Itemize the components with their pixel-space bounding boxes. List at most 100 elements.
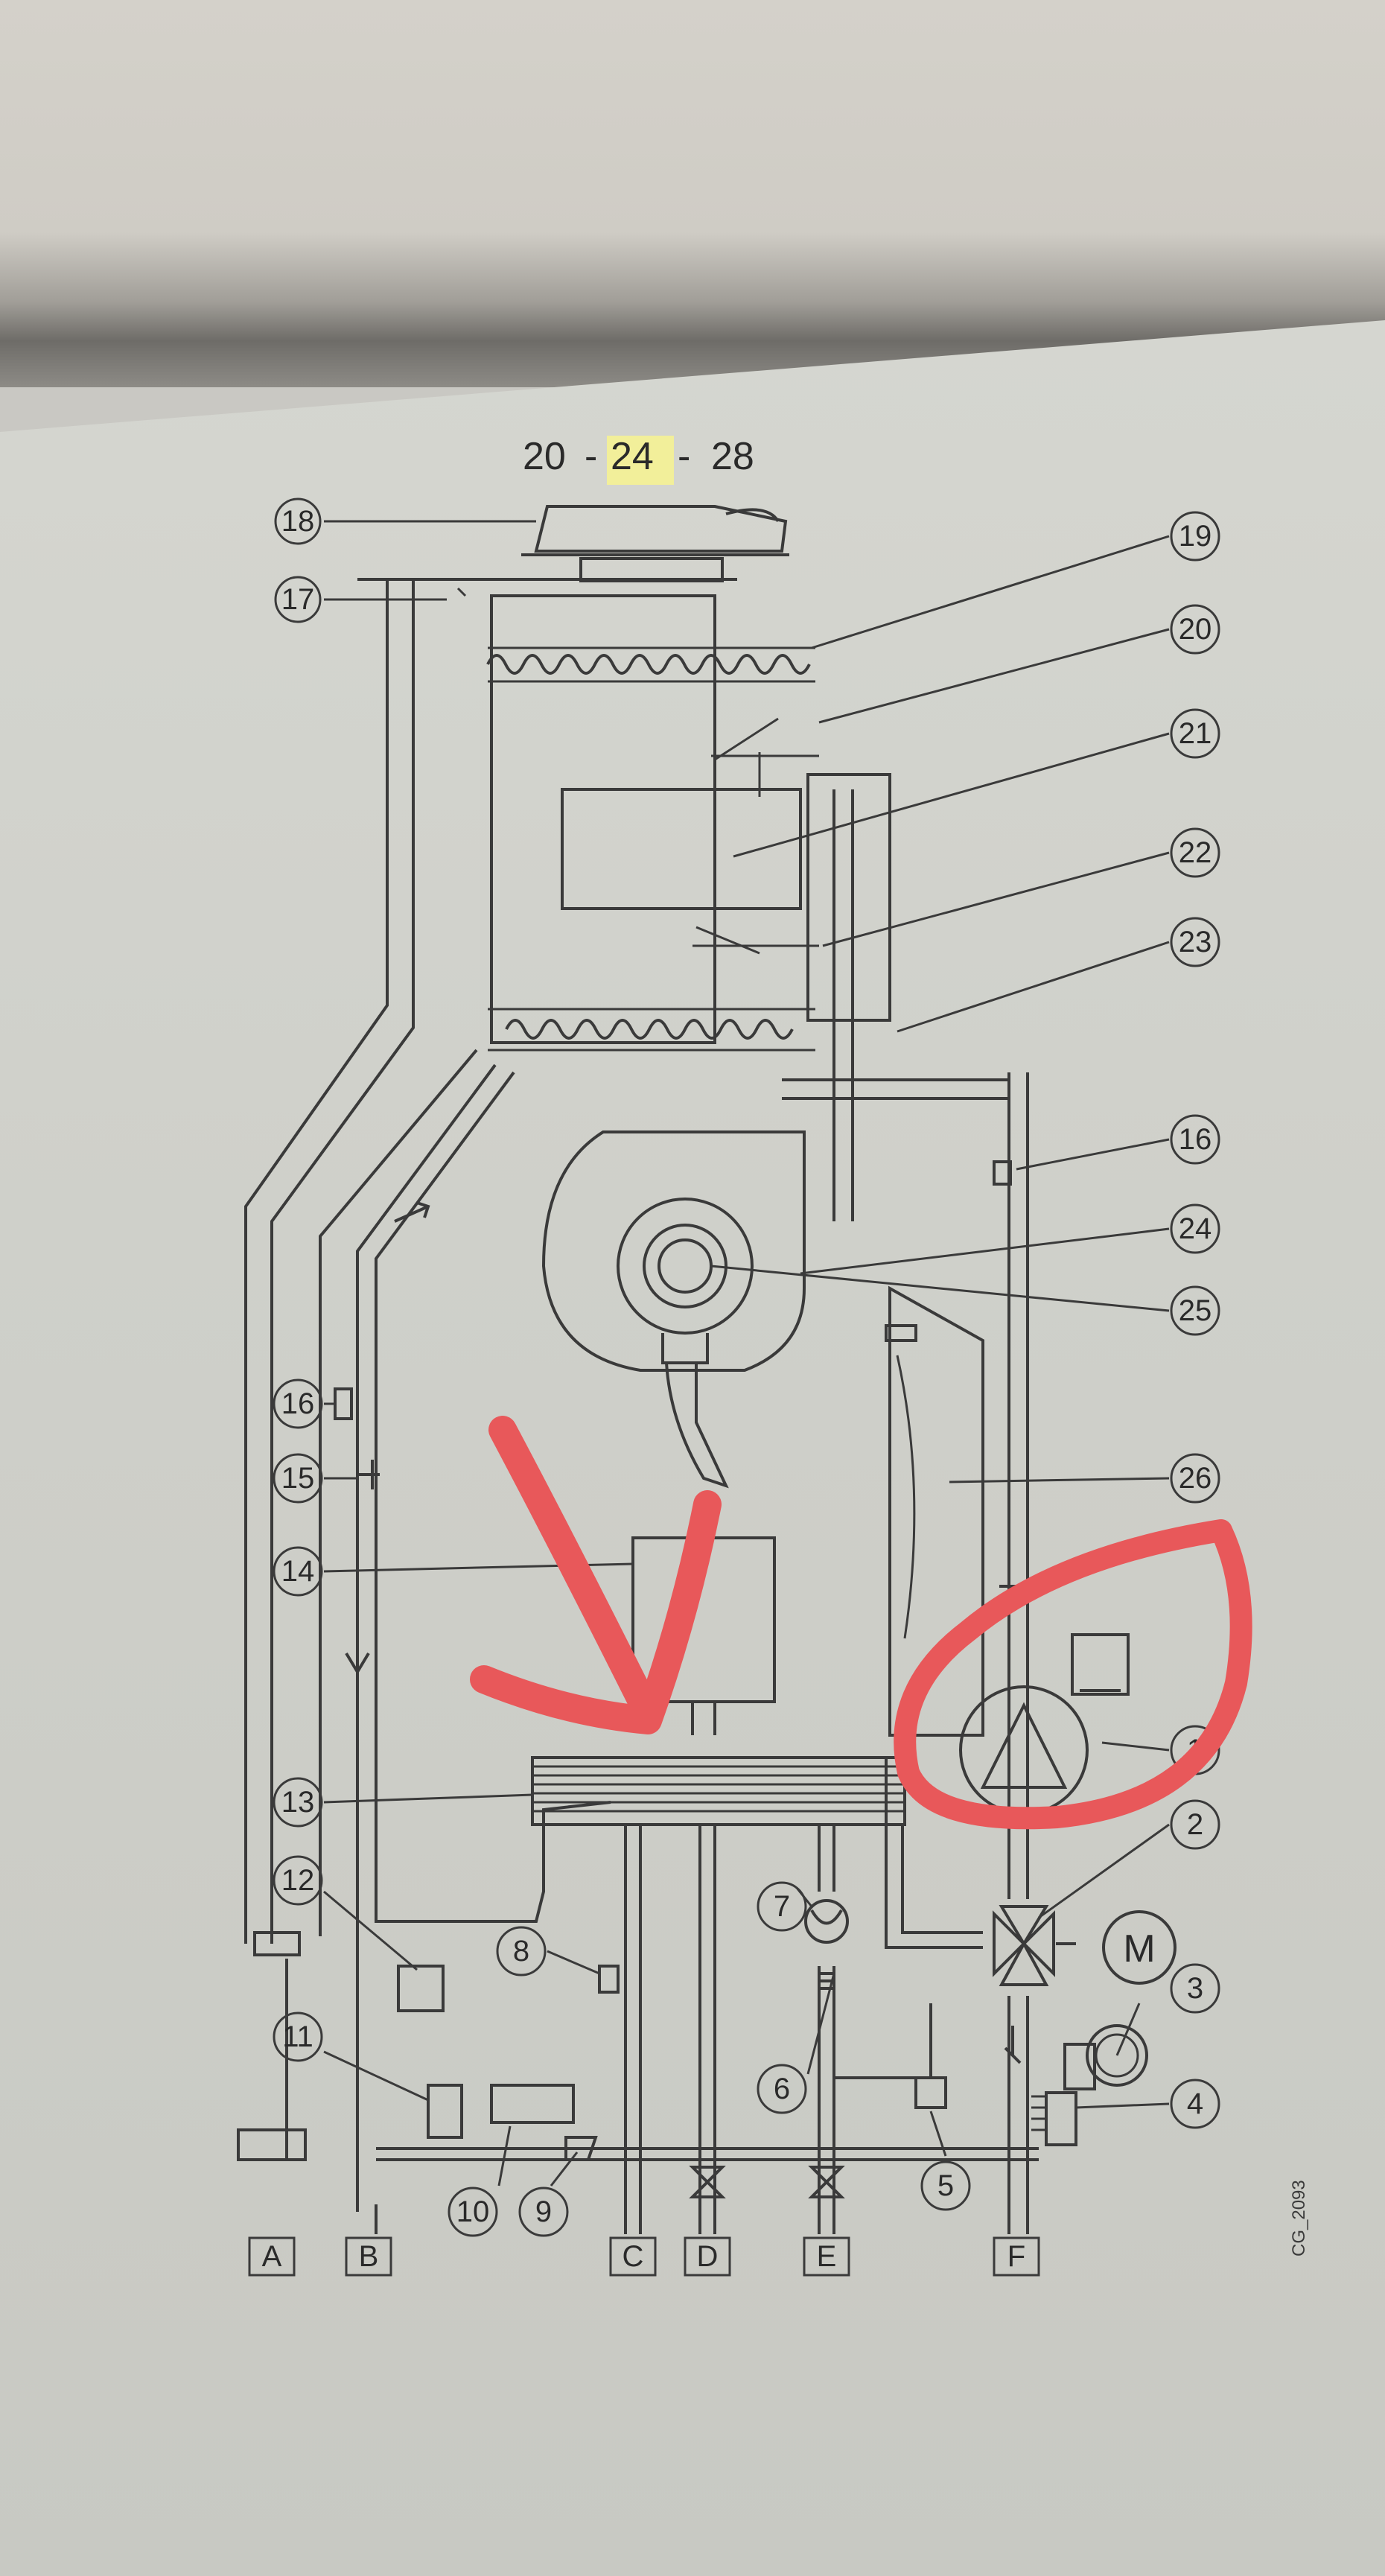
restrictor-6 (818, 1966, 835, 1996)
callout-17: 17 (274, 576, 322, 623)
callout-21: 21 (1170, 708, 1220, 759)
fan-neck (661, 1333, 709, 1364)
svg-text:6: 6 (774, 2073, 790, 2105)
safety-valve-12 (397, 1965, 445, 2012)
callout-2: 2 (1170, 1799, 1220, 1850)
svg-text:11: 11 (282, 2020, 313, 2053)
electrode-22 (692, 926, 819, 955)
callout-3: 3 (1170, 1963, 1220, 2014)
svg-text:4: 4 (1187, 2087, 1203, 2120)
valve-15 (357, 1460, 380, 1489)
connection-a: A (248, 2236, 296, 2277)
svg-text:18: 18 (281, 505, 315, 538)
vessel-membrane (896, 1355, 916, 1639)
fan-inner-ring (643, 1224, 727, 1308)
flow-sensor-7 (804, 1899, 849, 1944)
svg-text:13: 13 (281, 1786, 315, 1819)
valve-5 (914, 2076, 947, 2109)
svg-text:7: 7 (774, 1890, 790, 1923)
callout-19: 19 (1170, 511, 1220, 562)
gas-hose (665, 1362, 729, 1489)
combustion-chamber (486, 594, 891, 1221)
callout-4: 4 (1170, 2079, 1220, 2129)
bottom-manifold (376, 2147, 1039, 2161)
connection-e: E (803, 2236, 850, 2277)
motor-circle (1102, 1910, 1177, 1985)
plate-exchanger-body (531, 1756, 906, 1826)
svg-text:A: A (262, 2240, 282, 2273)
callout-24: 24 (1170, 1203, 1220, 1254)
callout-6: 6 (757, 2064, 807, 2114)
title-right: 28 (711, 435, 754, 478)
pump-1 (959, 1633, 1130, 1815)
svg-text:17: 17 (281, 583, 315, 616)
connection-f: F (993, 2236, 1040, 2277)
flow-switch-10 (490, 2084, 575, 2124)
vessel-cap (885, 1324, 917, 1342)
svg-text:10: 10 (456, 2195, 490, 2228)
pipe-b2 (356, 1063, 497, 2212)
valve-e (808, 2166, 845, 2198)
side-block (806, 773, 891, 1022)
connection-d: D (684, 2236, 731, 2277)
red-annotations (470, 1416, 1252, 1830)
pipe-top-right (782, 1078, 1009, 1100)
pipe-f-up (1007, 1072, 1029, 1899)
svg-text:24: 24 (1179, 1212, 1212, 1245)
svg-text:12: 12 (281, 1864, 315, 1897)
svg-text:21: 21 (1179, 717, 1212, 750)
pipe-e-top (818, 1825, 835, 1892)
title-middle: 24 (611, 435, 654, 478)
pipe-b1 (319, 1049, 478, 1936)
pipe-e (818, 1996, 835, 2234)
title-highlight (607, 436, 674, 485)
red-circle (894, 1519, 1252, 1830)
pipe-a-fitting (253, 1931, 301, 1956)
pipe-c (624, 1825, 642, 2234)
burner (561, 788, 802, 910)
pipe-a-outer (244, 579, 389, 1944)
callout-9: 9 (518, 2187, 569, 2237)
pressure-sensor-4 (1045, 2091, 1077, 2146)
callout-14: 14 (273, 1546, 323, 1597)
diverter-valve-2 (993, 1905, 1055, 1986)
manual-page (0, 320, 1385, 2576)
pipe-d (698, 1825, 716, 2234)
svg-text:3: 3 (1187, 1972, 1203, 2005)
photo-background (0, 0, 1385, 387)
callout-7: 7 (757, 1881, 807, 1932)
pipe-f-down (1007, 1996, 1029, 2234)
title-sep1: - (585, 435, 597, 478)
top-coil (486, 654, 811, 675)
title-left: 20 (523, 435, 566, 478)
gas-valve-pipe (691, 1702, 716, 1735)
callout-23: 23 (1170, 917, 1220, 967)
callout-15: 15 (273, 1453, 323, 1504)
fan-hub (658, 1238, 713, 1294)
svg-text:9: 9 (535, 2195, 552, 2228)
title-sep2: - (678, 435, 690, 478)
sensor-8 (598, 1965, 620, 1994)
flue-outlet (521, 505, 789, 582)
pipe-a-inner (270, 579, 415, 1944)
svg-text:C: C (623, 2240, 644, 2273)
left-pipes (237, 579, 611, 2234)
chamber-body (490, 594, 716, 1044)
check-valve-f (1004, 2026, 1022, 2064)
svg-text:16: 16 (281, 1387, 315, 1420)
svg-text:15: 15 (281, 1462, 315, 1495)
valve-d (689, 2166, 726, 2198)
sensor-4-coil (1031, 2095, 1046, 2131)
callout-20: 20 (1170, 604, 1220, 655)
callout-18: 18 (274, 497, 322, 545)
filler-11 (427, 2084, 463, 2139)
svg-text:23: 23 (1179, 926, 1212, 958)
pressure-gauge-3 (1086, 2024, 1148, 2087)
electrode-20 (711, 717, 819, 797)
svg-text:25: 25 (1179, 1294, 1212, 1327)
callout-16-left: 16 (273, 1378, 323, 1429)
svg-text:8: 8 (513, 1935, 529, 1968)
callout-22: 22 (1170, 827, 1220, 878)
pipe-to-diverter (885, 1758, 983, 1949)
expansion-vessel-26 (888, 1285, 984, 1737)
